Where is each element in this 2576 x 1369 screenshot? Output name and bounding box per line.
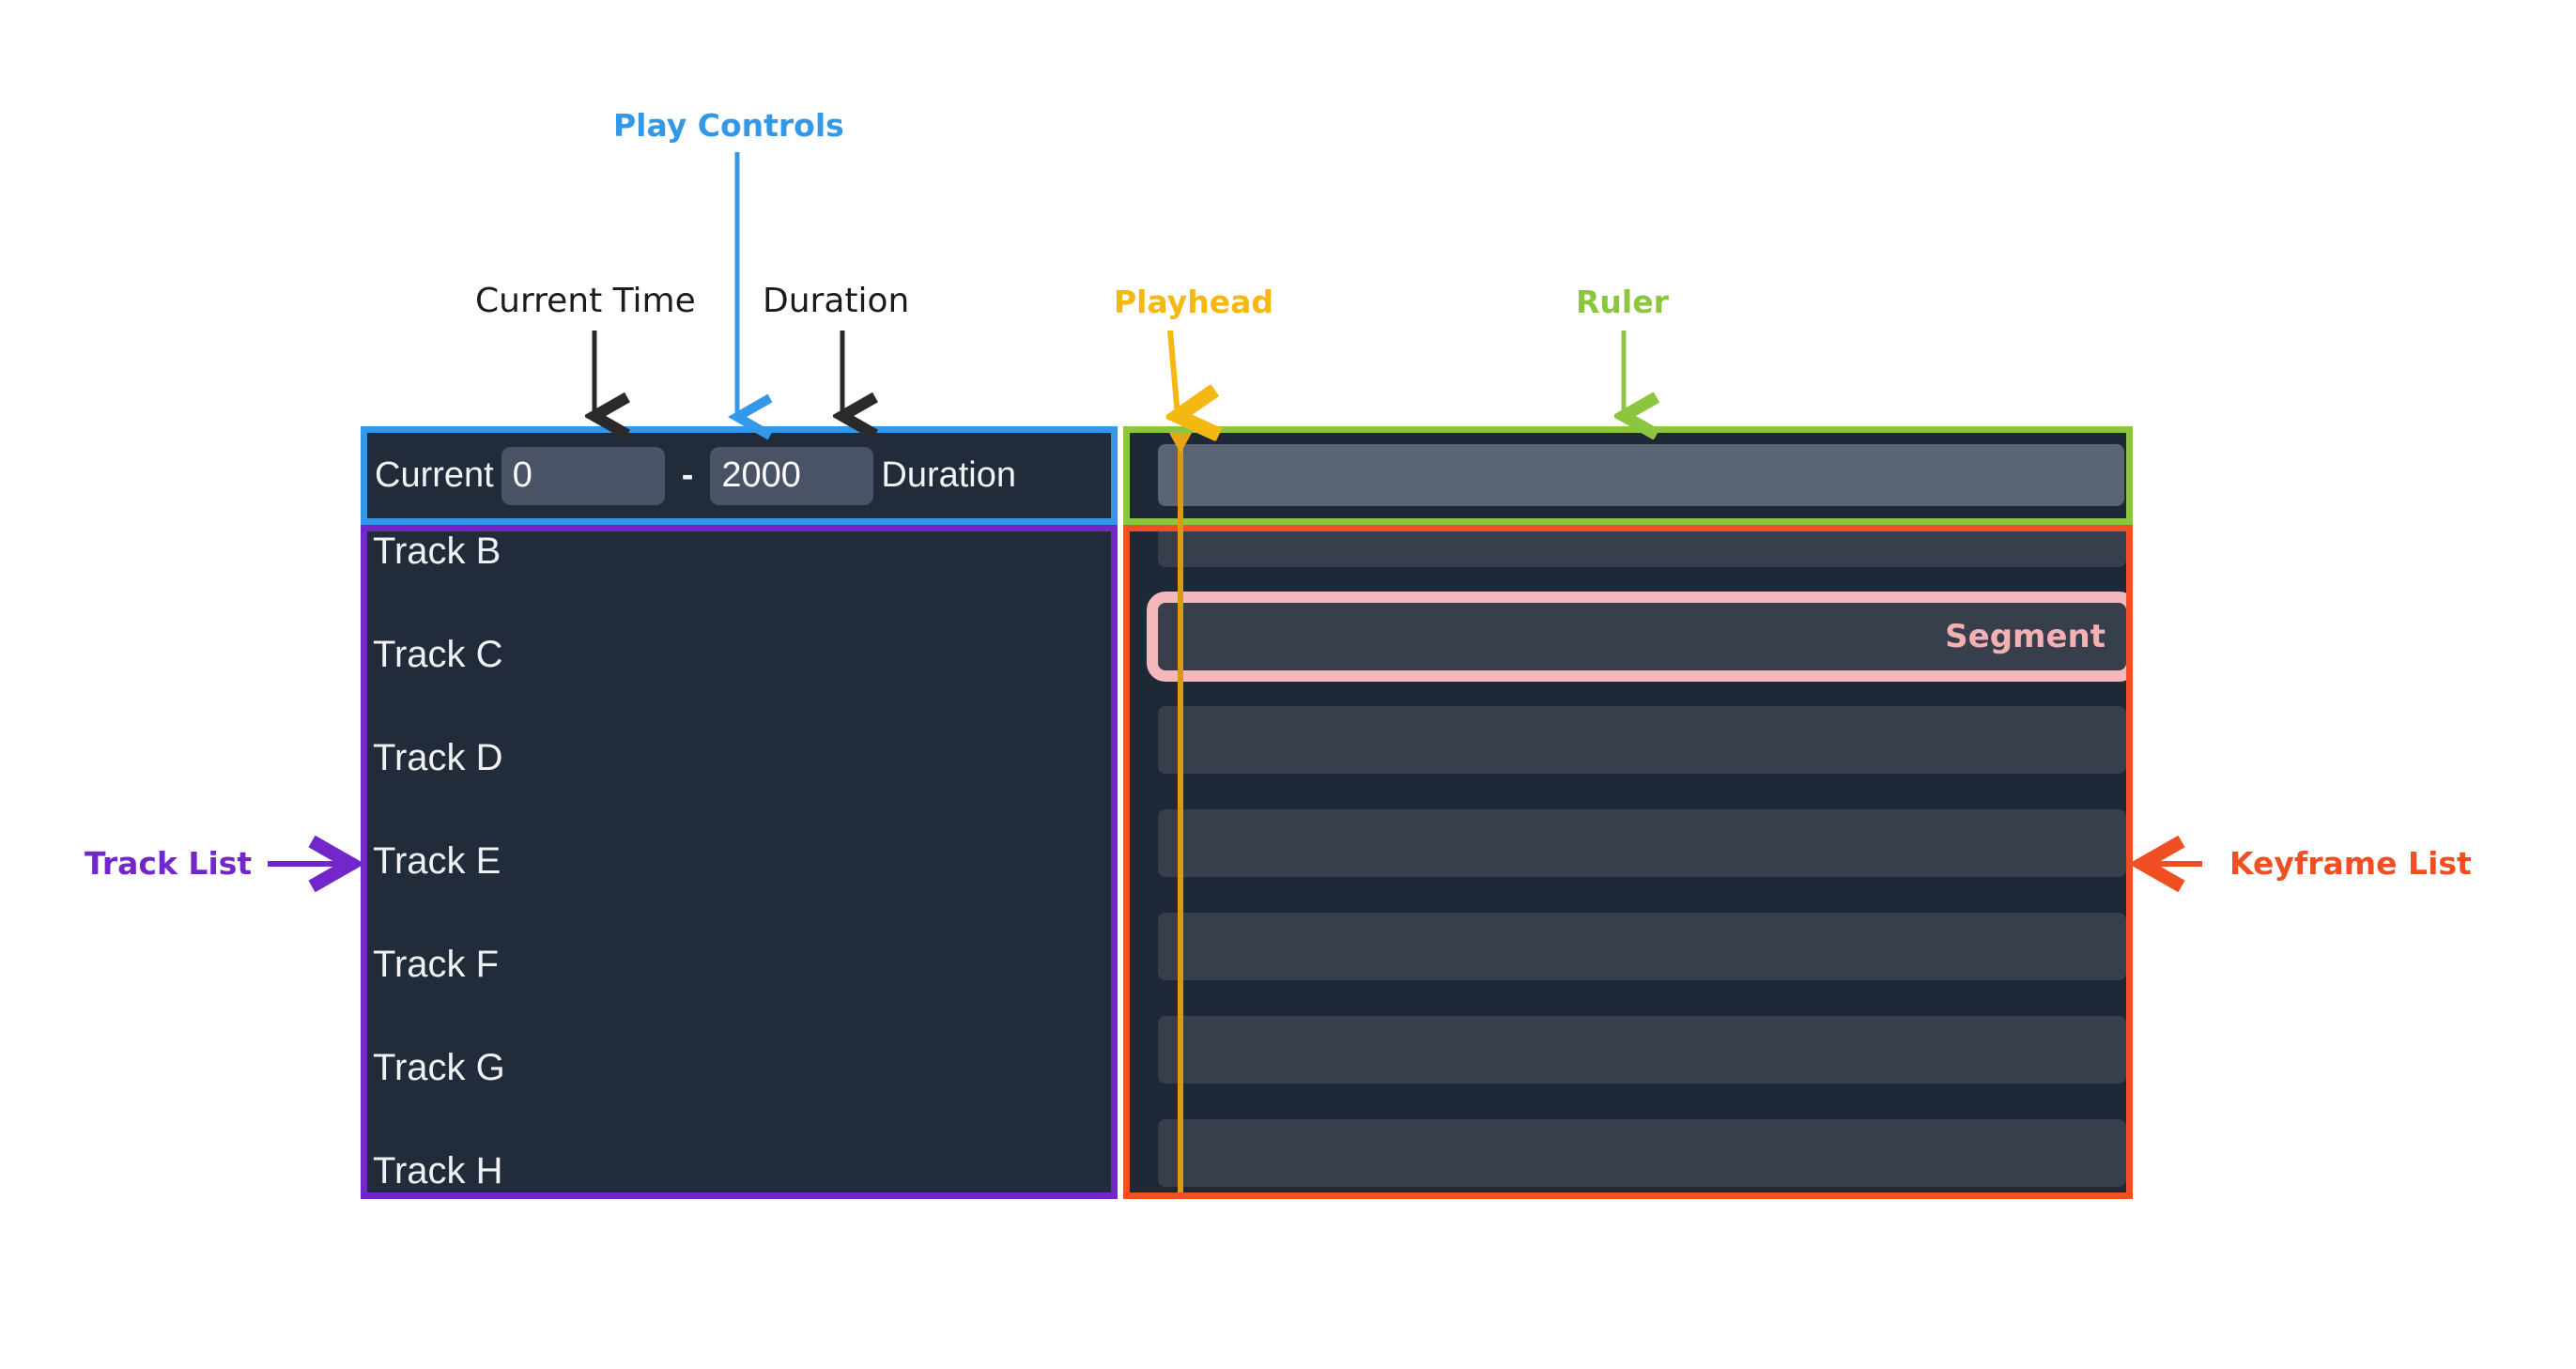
annotation-label-duration: Duration [763,282,910,320]
play-controls-panel: Current - Duration [361,426,1118,525]
keyframe-row[interactable] [1130,531,2126,603]
keyframe-bar[interactable] [1158,809,2126,877]
keyframe-row[interactable] [1130,1119,2126,1192]
keyframe-bar[interactable] [1158,913,2126,980]
track-label: Track C [373,633,503,675]
range-separator: - [681,455,694,495]
ruler-panel[interactable] [1123,426,2133,525]
annotation-label-play-controls: Play Controls [613,107,844,144]
track-row[interactable]: Track B [367,530,1111,603]
ruler-scale-bar[interactable] [1158,444,2124,506]
annotation-label-keyframe-list: Keyframe List [2229,845,2472,882]
keyframe-bar[interactable] [1158,1016,2126,1084]
duration-input[interactable] [710,446,874,505]
keyframe-segment[interactable]: Segment [1147,592,2126,682]
play-controls-row: Current - Duration [367,433,1111,518]
track-row[interactable]: Track D [367,706,1111,809]
track-row[interactable]: Track E [367,809,1111,913]
keyframe-bar[interactable] [1158,1119,2126,1187]
track-row[interactable]: Track C [367,603,1111,706]
annotation-label-playhead: Playhead [1114,284,1274,320]
annotation-label-track-list: Track List [85,845,253,882]
track-label: Track B [373,530,501,572]
track-label: Track E [373,839,501,882]
duration-label: Duration [881,455,1017,495]
keyframe-list-panel[interactable]: Segment [1123,525,2133,1199]
keyframe-row[interactable] [1130,706,2126,809]
track-list-scroll-container: Track B Track C Track D Track E Track F … [367,530,1111,1192]
track-label: Track D [373,736,503,778]
track-row[interactable]: Track H [367,1119,1111,1192]
keyframe-bar[interactable] [1158,706,2126,774]
segment-label: Segment [1945,618,2106,655]
keyframe-bar[interactable] [1158,531,2126,567]
keyframe-row-selected[interactable]: Segment [1130,592,2126,706]
playhead-handle-icon[interactable] [1169,433,1192,454]
annotation-label-current-time: Current Time [475,282,696,320]
playhead-line[interactable] [1169,433,1192,1192]
keyframe-row[interactable] [1130,913,2126,1016]
track-row[interactable]: Track F [367,913,1111,1016]
track-label: Track H [373,1149,503,1192]
track-list-panel[interactable]: Track B Track C Track D Track E Track F … [361,525,1118,1199]
track-label: Track G [373,1046,505,1088]
annotation-label-ruler: Ruler [1576,284,1669,320]
keyframe-scroll-container: Segment [1130,531,2126,1192]
keyframe-row[interactable] [1130,1016,2126,1119]
keyframe-row[interactable] [1130,809,2126,913]
track-label: Track F [373,943,500,985]
current-time-label: Current [375,455,494,495]
track-row[interactable]: Track G [367,1016,1111,1119]
current-time-input[interactable] [501,446,665,505]
